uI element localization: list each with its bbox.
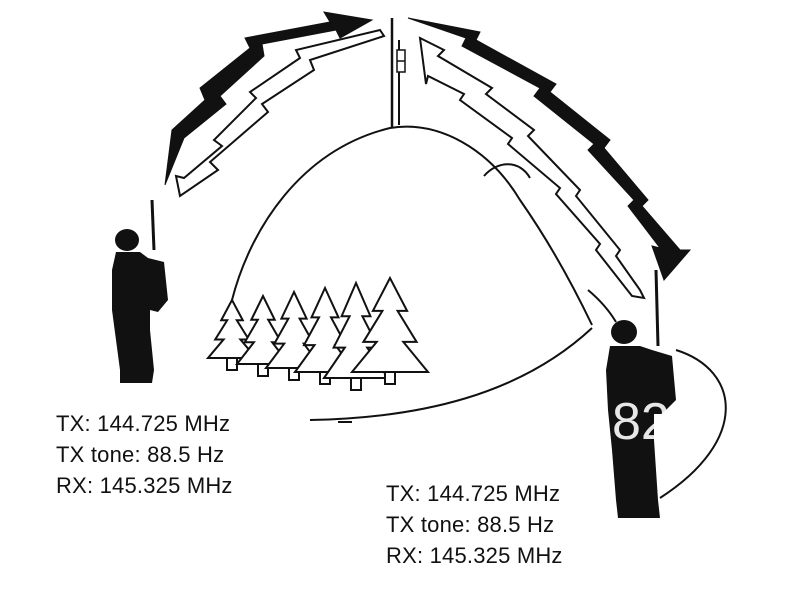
tx-tone-label: TX tone: 88.5 Hz bbox=[386, 512, 555, 537]
tx-frequency-label: TX: 144.725 MHz bbox=[56, 411, 231, 436]
pine-trees bbox=[205, 275, 431, 391]
right-station-frequencies: TX: 144.725 MHz TX tone: 88.5 Hz RX: 145… bbox=[386, 478, 563, 571]
tx-tone-label: TX tone: 88.5 Hz bbox=[56, 442, 225, 467]
hiker-radio-silhouette-icon bbox=[112, 199, 168, 383]
tree-trunk bbox=[257, 363, 269, 377]
hill-bump bbox=[483, 163, 531, 179]
lightning-arrow-icon bbox=[407, 17, 692, 281]
lightning-arrow-icon bbox=[164, 11, 374, 186]
road-line-2 bbox=[587, 289, 617, 323]
lightning-arrow-icon bbox=[174, 28, 386, 198]
tree-trunk bbox=[350, 377, 362, 391]
rx-frequency-label: RX: 145.325 MHz bbox=[56, 473, 233, 498]
tree-trunk bbox=[226, 357, 238, 371]
left-station-frequencies: TX: 144.725 MHz TX tone: 88.5 Hz RX: 145… bbox=[56, 408, 233, 501]
tree-trunk bbox=[288, 367, 300, 381]
ground-line bbox=[309, 327, 593, 421]
lightning-arrow-icon bbox=[418, 36, 646, 300]
hiker-radio-silhouette-icon bbox=[606, 269, 676, 518]
repeater-tower-icon bbox=[390, 18, 406, 128]
mountain-icon bbox=[231, 125, 593, 326]
watermark-text: 82 bbox=[612, 393, 670, 451]
rx-frequency-label: RX: 145.325 MHz bbox=[386, 543, 563, 568]
road-line bbox=[659, 349, 727, 499]
tx-frequency-label: TX: 144.725 MHz bbox=[386, 481, 561, 506]
tree-trunk bbox=[384, 371, 396, 385]
